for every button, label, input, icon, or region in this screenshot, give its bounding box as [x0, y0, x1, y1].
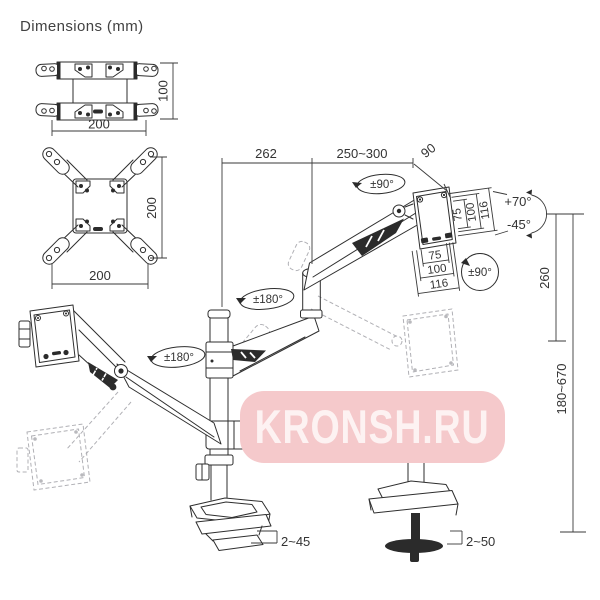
clamp-range-label: 2~45	[281, 534, 310, 549]
watermark: KRONSH.RU	[240, 391, 505, 463]
pole-height-range-label: 180~670	[554, 364, 569, 415]
base-dimensions: 2~45 2~50	[251, 530, 495, 549]
right-vesa-plate	[412, 186, 457, 250]
dim-arm2-label: 250~300	[337, 146, 388, 161]
vesa-side-75-label: 75	[451, 207, 465, 221]
bar-plate-height-label: 100	[156, 80, 171, 102]
upper-arm	[303, 195, 427, 291]
rot-lower-arm-label: ±180°	[164, 352, 194, 364]
vesa-side-100-label: 100	[464, 202, 479, 223]
tilt-dimensions: +70° -45°	[492, 189, 547, 239]
pole	[195, 309, 234, 501]
vesa-bottom-dimensions: 75 100 116	[411, 242, 461, 297]
vesa-bottom-116-label: 116	[429, 277, 449, 291]
watermark-background	[240, 391, 505, 463]
rot-upper-arm-label: ±180°	[253, 294, 283, 306]
tilt-up-label: +70°	[504, 194, 531, 209]
desk-clamp-base	[189, 497, 272, 551]
cross-plate-height-label: 200	[144, 197, 159, 219]
rotation-labels: ±90° ±180° ±180° ±90°	[147, 173, 499, 368]
tilt-down-label: -45°	[507, 217, 531, 232]
arm-height-label: 260	[537, 267, 552, 289]
dim-head-offset-label: 90	[418, 140, 439, 161]
cross-plate-width-label: 200	[89, 268, 111, 283]
height-dimensions: 260 180~670	[537, 213, 586, 533]
ghost-positions	[16, 240, 459, 491]
dim-arm1-label: 262	[255, 146, 277, 161]
vesa-side-dimensions: 75 100 116	[448, 187, 498, 237]
vesa-bottom-100-label: 100	[427, 262, 448, 277]
plate-rotation-label: ±90°	[468, 267, 492, 279]
bar-plate-width-label: 200	[88, 117, 110, 132]
page-title: Dimensions (mm)	[20, 18, 144, 35]
watermark-text: KRONSH.RU	[255, 401, 490, 454]
vesa-side-116-label: 116	[478, 200, 492, 220]
vesa-cross-plate-drawing: 200 200	[42, 147, 167, 289]
swivel-top-label: ±90°	[370, 179, 394, 191]
grommet-range-label: 2~50	[466, 534, 495, 549]
lower-arm-segment	[205, 268, 323, 379]
grommet-base	[368, 461, 459, 562]
vesa-bar-plate-drawing: 100 200	[35, 61, 178, 136]
vesa-bottom-75-label: 75	[428, 249, 442, 263]
